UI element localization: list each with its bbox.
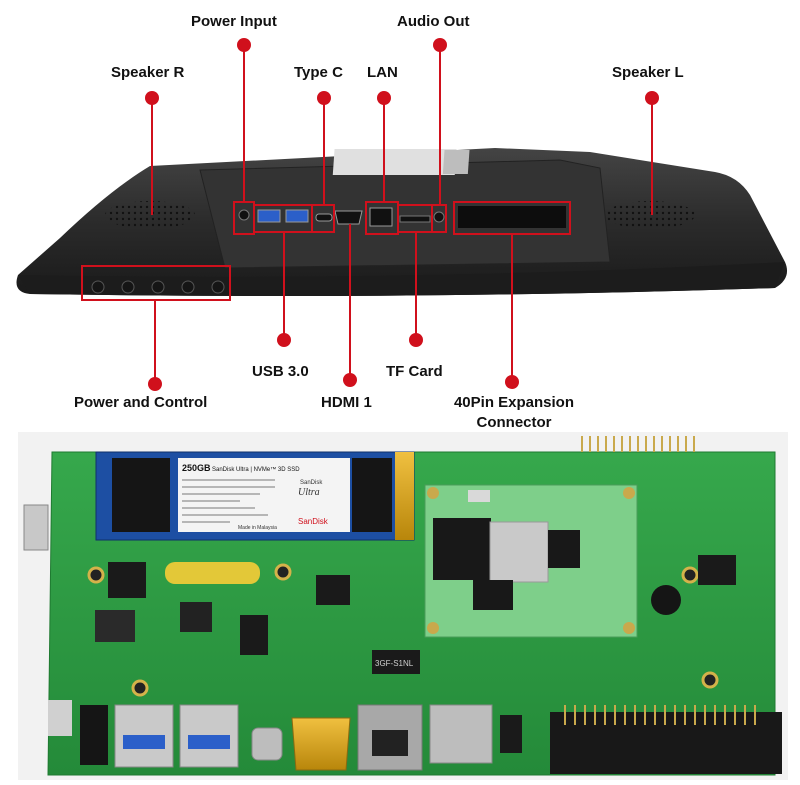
hdmi-port (334, 210, 363, 225)
speaker-grille-left (605, 201, 695, 229)
ssd-model: SanDisk Ultra | NVMe™ 3D SSD (212, 466, 300, 473)
ssd-capacity: 250GB (182, 463, 211, 473)
lan-dot (377, 91, 391, 105)
lan-label: LAN (367, 64, 398, 81)
expansion-dot (505, 375, 519, 389)
compute-module (424, 484, 638, 638)
usb-port-2 (285, 209, 309, 223)
power-input-label: Power Input (191, 13, 277, 30)
audio-out-port (433, 211, 445, 223)
speaker-r-dot (145, 91, 159, 105)
device-rear-view (16, 38, 788, 391)
speaker-l-dot (645, 91, 659, 105)
ssd-product: Ultra (298, 487, 320, 498)
pcb-connectors (80, 704, 782, 774)
tf-card-dot (409, 333, 423, 347)
pcb-type-c-port (251, 727, 283, 761)
module-marking: 3GF-S1NL (375, 659, 414, 668)
ssd-brand-small: SanDisk (300, 480, 323, 486)
audio-out-label: Audio Out (397, 13, 470, 30)
speaker-l-label: Speaker L (612, 64, 684, 81)
device-sticker-small (442, 150, 470, 174)
nvme-ssd (95, 451, 415, 541)
mounting-holes (87, 563, 719, 697)
pcb-40pin-pins (564, 705, 756, 725)
type-c-port (315, 213, 333, 222)
power-input-port (238, 209, 250, 221)
expansion-label-line1: 40Pin Expansion (453, 394, 575, 411)
device-edge (18, 262, 785, 296)
tf-card-label: TF Card (386, 363, 443, 380)
power-control-dot (148, 377, 162, 391)
power-control-label: Power and Control (74, 394, 208, 411)
pcb-tf-card-slot (429, 704, 493, 764)
type-c-dot (317, 91, 331, 105)
pcb-power-jack (80, 705, 108, 765)
gpio-header-port (458, 206, 566, 228)
speaker-grille-right (105, 201, 195, 229)
power-input-dot (237, 38, 251, 52)
device-sticker (332, 149, 457, 175)
audio-out-dot (433, 38, 447, 52)
ssd-made-in: Made in Malaysia (238, 525, 277, 531)
speaker-r-label: Speaker R (111, 64, 185, 81)
usb3-label: USB 3.0 (252, 363, 309, 380)
control-buttons (91, 280, 225, 294)
lan-port (369, 207, 393, 227)
type-c-label: Type C (294, 64, 343, 81)
pcb-components (48, 555, 736, 753)
expansion-label-line2: Connector (476, 414, 552, 431)
ssd-brand: SanDisk (298, 517, 329, 526)
ssd-label-lines (182, 479, 275, 523)
usb-port-1 (257, 209, 281, 223)
top-pin-header (581, 436, 695, 452)
pcb-hdmi-port (291, 717, 351, 771)
side-usb-port (23, 504, 49, 551)
hdmi-dot (343, 373, 357, 387)
tf-card-slot (399, 215, 431, 223)
usb3-dot (277, 333, 291, 347)
hdmi1-label: HDMI 1 (321, 394, 372, 411)
pcb-board: 250GB SanDisk Ultra | NVMe™ 3D SSD SanDi… (18, 432, 788, 780)
